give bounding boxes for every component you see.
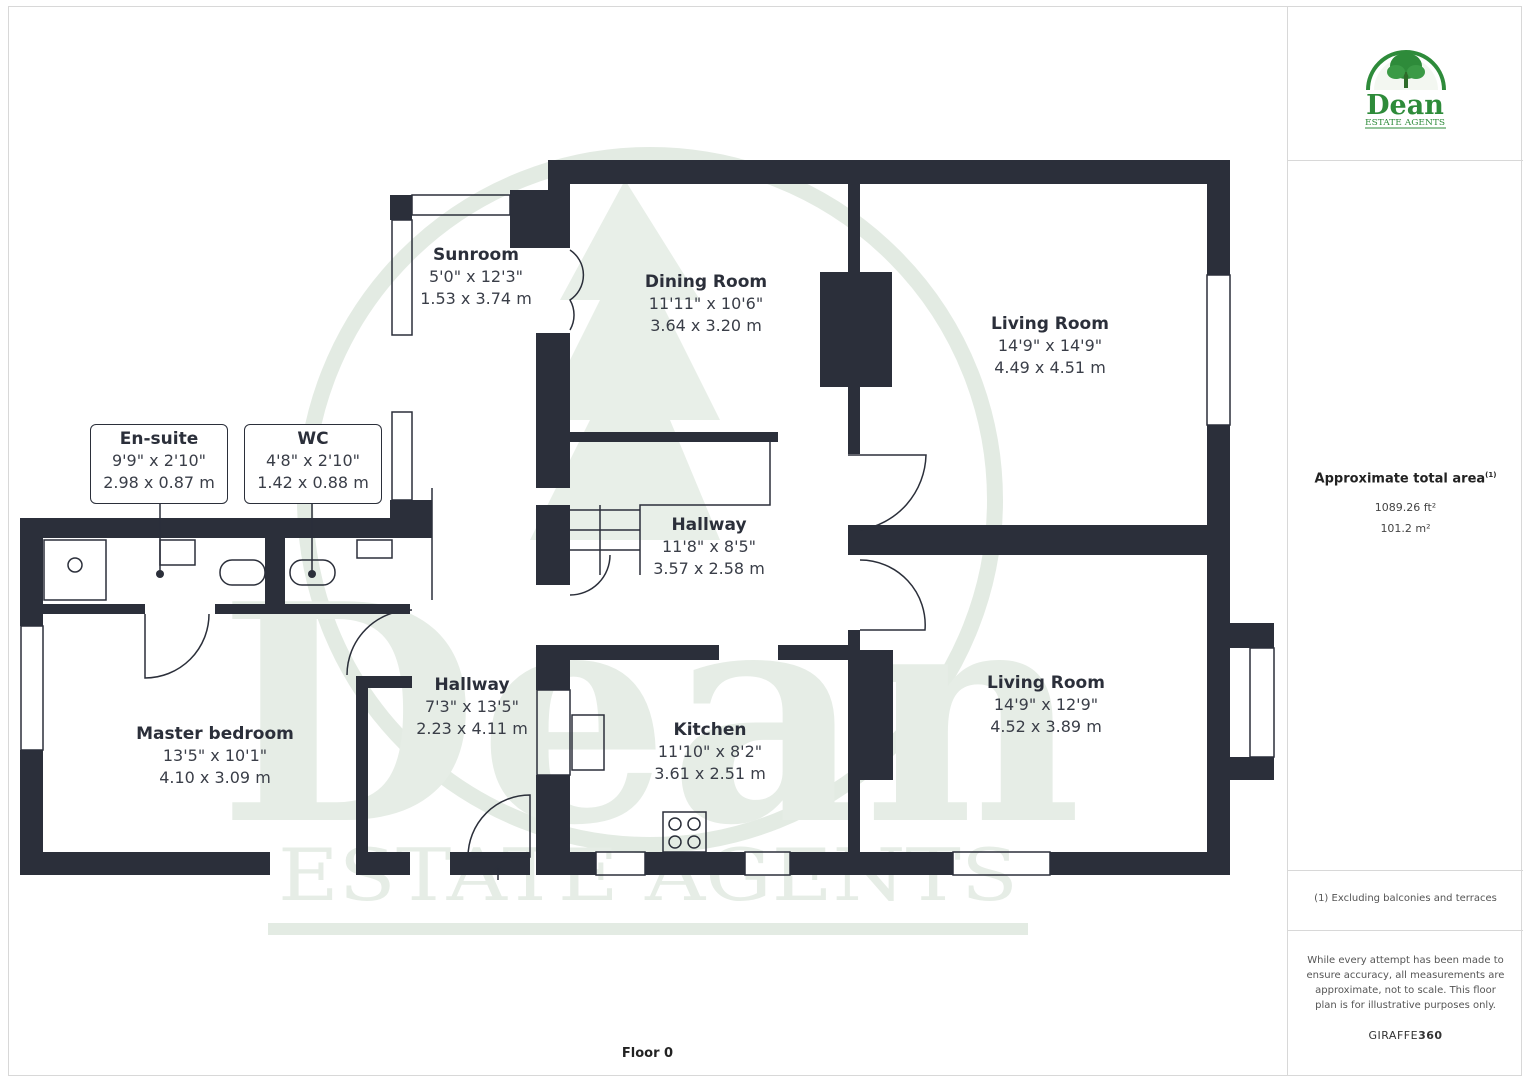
room-label-sunroom: Sunroom 5'0" x 12'3" 1.53 x 3.74 m	[406, 244, 546, 310]
dean-logo: Dean ESTATE AGENTS	[1365, 50, 1446, 129]
room-dim-imperial: 11'8" x 8'5"	[661, 537, 757, 556]
area-title-text: Approximate total area	[1314, 471, 1486, 487]
room-dim-imperial: 13'5" x 10'1"	[162, 746, 268, 765]
room-dim-imperial: 14'9" x 14'9"	[997, 336, 1103, 355]
area-section: Approximate total area(1) 1089.26 ft² 10…	[1288, 161, 1523, 871]
fixtures	[43, 503, 707, 880]
room-name: Living Room	[991, 314, 1109, 334]
room-dim-metric: 1.53 x 3.74 m	[420, 289, 532, 308]
room-name: Hallway	[434, 675, 510, 695]
disclaimer-text: While every attempt has been made to ens…	[1306, 955, 1505, 1011]
room-label-dining: Dining Room 11'11" x 10'6" 3.64 x 3.20 m	[626, 271, 786, 337]
logo-name: Dean	[1366, 90, 1444, 121]
room-dim-imperial: 14'9" x 12'9"	[993, 695, 1099, 714]
room-label-master: Master bedroom 13'5" x 10'1" 4.10 x 3.09…	[120, 723, 310, 789]
note-section: (1) Excluding balconies and terraces	[1288, 871, 1523, 931]
room-dim-imperial: 4'8" x 2'10"	[265, 451, 361, 470]
room-label-kitchen: Kitchen 11'10" x 8'2" 3.61 x 2.51 m	[630, 719, 790, 785]
room-name: Sunroom	[433, 245, 519, 265]
logo-section: Dean ESTATE AGENTS	[1288, 6, 1523, 161]
room-dim-metric: 4.10 x 3.09 m	[159, 768, 271, 787]
room-name: En-suite	[119, 429, 199, 449]
room-dim-imperial: 9'9" x 2'10"	[111, 451, 207, 470]
room-dim-metric: 3.61 x 2.51 m	[654, 764, 766, 783]
fixture-dots	[156, 570, 316, 578]
brand-name: GIRAFFE	[1368, 1029, 1419, 1042]
brand-mark: GIRAFFE360	[1288, 1029, 1523, 1042]
room-dim-metric: 2.98 x 0.87 m	[103, 473, 215, 492]
room-name: Kitchen	[673, 720, 747, 740]
room-dim-imperial: 11'11" x 10'6"	[648, 294, 764, 313]
room-name: Master bedroom	[136, 724, 294, 744]
info-sidebar: Dean ESTATE AGENTS Approximate total are…	[1287, 6, 1523, 1076]
room-dim-metric: 2.23 x 4.11 m	[416, 719, 528, 738]
room-dim-metric: 3.64 x 3.20 m	[650, 316, 762, 335]
disclaimer-section: While every attempt has been made to ens…	[1288, 931, 1523, 1076]
room-dim-metric: 4.49 x 4.51 m	[994, 358, 1106, 377]
room-dim-metric: 3.57 x 2.58 m	[653, 559, 765, 578]
brand-number: 360	[1418, 1029, 1443, 1042]
logo-sub: ESTATE AGENTS	[1365, 118, 1445, 127]
floor-plan-page	[8, 6, 1522, 1076]
room-dim-imperial: 5'0" x 12'3"	[428, 267, 524, 286]
room-name: Hallway	[671, 515, 747, 535]
room-dim-imperial: 7'3" x 13'5"	[424, 697, 520, 716]
room-dim-metric: 4.52 x 3.89 m	[990, 717, 1102, 736]
room-label-hallway-small: Hallway 7'3" x 13'5" 2.23 x 4.11 m	[402, 674, 542, 740]
room-label-hallway-main: Hallway 11'8" x 8'5" 3.57 x 2.58 m	[630, 514, 788, 580]
room-label-living-bottom: Living Room 14'9" x 12'9" 4.52 x 3.89 m	[966, 672, 1126, 738]
room-dim-imperial: 11'10" x 8'2"	[657, 742, 763, 761]
room-name: Living Room	[987, 673, 1105, 693]
room-label-wc: WC 4'8" x 2'10" 1.42 x 0.88 m	[244, 424, 382, 504]
area-footnote: (1) Excluding balconies and terraces	[1314, 893, 1497, 904]
windows	[20, 194, 1275, 876]
floor-label: Floor 0	[621, 1046, 674, 1061]
room-name: WC	[297, 429, 329, 449]
room-label-living-top: Living Room 14'9" x 14'9" 4.49 x 4.51 m	[970, 313, 1130, 379]
doors	[144, 249, 927, 858]
room-name: Dining Room	[644, 272, 768, 292]
area-sqft: 1089.26 ft²	[1374, 501, 1437, 514]
room-label-ensuite: En-suite 9'9" x 2'10" 2.98 x 0.87 m	[90, 424, 228, 504]
area-footnote-mark: (1)	[1485, 471, 1497, 479]
floor-plan-drawing: Dean ESTATE AGENTS	[20, 147, 1275, 935]
room-dim-metric: 1.42 x 0.88 m	[257, 473, 369, 492]
area-title: Approximate total area(1)	[1288, 471, 1523, 486]
area-sqm: 101.2 m²	[1380, 522, 1431, 535]
